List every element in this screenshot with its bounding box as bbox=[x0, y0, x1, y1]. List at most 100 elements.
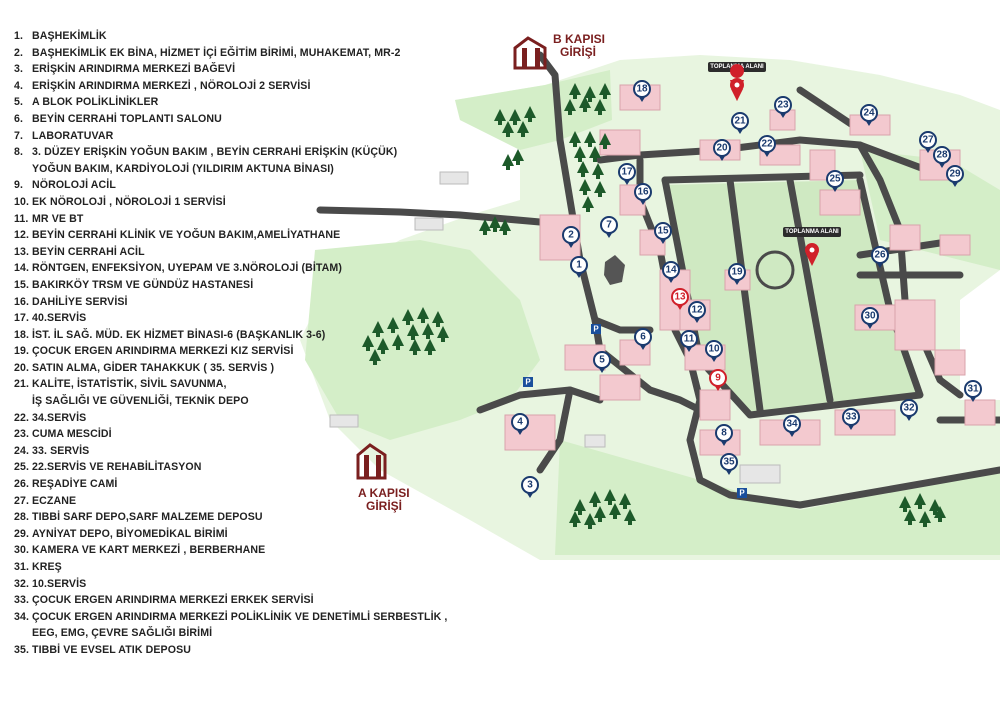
legend-number: 34. bbox=[14, 610, 30, 623]
building-pin-28[interactable]: 28 bbox=[933, 146, 951, 168]
building-pin-35[interactable]: 35 bbox=[720, 453, 738, 475]
tree-icon bbox=[422, 323, 434, 339]
building-pin-7[interactable]: 7 bbox=[600, 216, 618, 238]
building-pin-6[interactable]: 6 bbox=[634, 328, 652, 350]
legend-number: 31. bbox=[14, 561, 30, 573]
legend-number: 8. bbox=[14, 146, 24, 159]
building-pin-17[interactable]: 17 bbox=[618, 163, 636, 185]
legend-item: 16.DAHİLİYE SERVİSİ bbox=[14, 294, 434, 311]
legend-item: 4.ERİŞKİN ARINDIRMA MERKEZİ , NÖROLOJİ 2… bbox=[14, 78, 434, 95]
pin-number: 16 bbox=[637, 187, 649, 198]
parking-icon: P bbox=[523, 377, 533, 387]
building-pin-1[interactable]: 1 bbox=[570, 256, 588, 278]
legend-number: 4. bbox=[14, 79, 24, 92]
gate-a-label-2: GİRİŞİ bbox=[366, 498, 402, 513]
building-pin-10[interactable]: 10 bbox=[705, 340, 723, 362]
tree-icon bbox=[377, 338, 389, 354]
legend-item: 27.ECZANE bbox=[14, 493, 434, 510]
building-pin-29[interactable]: 29 bbox=[946, 165, 964, 187]
pin-number: 25 bbox=[829, 174, 841, 185]
legend-number: 32. bbox=[14, 577, 30, 590]
building-pin-8[interactable]: 8 bbox=[715, 424, 733, 446]
building-pin-9[interactable]: 9 bbox=[709, 369, 727, 391]
tree-icon bbox=[592, 163, 604, 179]
building-pin-2[interactable]: 2 bbox=[562, 226, 580, 248]
pin-number: 33 bbox=[845, 412, 857, 423]
legend-number: 17. bbox=[14, 312, 30, 325]
tree-icon bbox=[604, 489, 616, 505]
legend-number: 13. bbox=[14, 245, 30, 258]
legend-number: 33. bbox=[14, 594, 30, 607]
legend-text: 22.SERVİS VE REHABİLİTASYON bbox=[32, 461, 202, 474]
svg-text:P: P bbox=[525, 378, 531, 387]
legend-text: 3. DÜZEY ERİŞKİN YOĞUN BAKIM , BEYİN CER… bbox=[32, 146, 398, 159]
legend-subtext: İŞ SAĞLIĞI VE GÜVENLİĞİ, TEKNİK DEPO bbox=[32, 395, 249, 408]
tree-icon bbox=[524, 106, 536, 122]
building-pin-23[interactable]: 23 bbox=[774, 96, 792, 118]
pin-number: 26 bbox=[874, 250, 886, 261]
building-pin-22[interactable]: 22 bbox=[758, 135, 776, 157]
assembly-area-marker: TOPLANMA ALANI bbox=[708, 62, 766, 101]
legend-number: 10. bbox=[14, 195, 30, 208]
building-pin-19[interactable]: 19 bbox=[728, 263, 746, 285]
pin-number: 7 bbox=[606, 220, 612, 231]
legend-number: 1. bbox=[14, 30, 24, 42]
tree-icon bbox=[577, 161, 589, 177]
legend-item: 3.ERİŞKİN ARINDIRMA MERKEZİ BAĞEVİ bbox=[14, 61, 434, 78]
legend-text: BAŞHEKİMLİK EK BİNA, HİZMET İÇİ EĞİTİM B… bbox=[32, 46, 401, 59]
legend-text: ECZANE bbox=[32, 494, 77, 507]
pin-number: 20 bbox=[716, 143, 728, 154]
legend-number: 9. bbox=[14, 179, 24, 192]
building-pin-25[interactable]: 25 bbox=[826, 170, 844, 192]
building-pin-24[interactable]: 24 bbox=[860, 104, 878, 126]
building-pin-26[interactable]: 26 bbox=[871, 246, 889, 268]
pin-number: 34 bbox=[786, 419, 798, 430]
building-pin-21[interactable]: 21 bbox=[731, 112, 749, 134]
tree-icon bbox=[609, 503, 621, 519]
building-pin-32[interactable]: 32 bbox=[900, 399, 918, 421]
tree-icon bbox=[599, 133, 611, 149]
pin-number: 14 bbox=[665, 265, 677, 276]
legend-text: BEYİN CERRAHİ KLİNİK VE YOĞUN BAKIM,AMEL… bbox=[32, 229, 341, 242]
tree-icon bbox=[584, 86, 596, 102]
building-pin-16[interactable]: 16 bbox=[634, 183, 652, 205]
building-pin-12[interactable]: 12 bbox=[688, 301, 706, 323]
building-pin-5[interactable]: 5 bbox=[593, 351, 611, 373]
legend-number: 25. bbox=[14, 461, 30, 474]
legend-number: 7. bbox=[14, 129, 24, 142]
pin-number: 24 bbox=[863, 108, 875, 119]
building-pin-14[interactable]: 14 bbox=[662, 261, 680, 283]
tree-icon bbox=[392, 334, 404, 350]
building-pin-27[interactable]: 27 bbox=[919, 131, 937, 153]
building-pin-11[interactable]: 11 bbox=[680, 330, 698, 352]
tree-icon bbox=[919, 511, 931, 527]
building-pin-30[interactable]: 30 bbox=[861, 307, 879, 329]
legend-item: 26.REŞADİYE CAMİ bbox=[14, 476, 434, 493]
building-pin-18[interactable]: 18 bbox=[633, 80, 651, 102]
svg-text:P: P bbox=[593, 325, 599, 334]
building-pin-3[interactable]: 3 bbox=[521, 476, 539, 498]
legend-text: BEYİN CERRAHİ ACİL bbox=[32, 245, 145, 258]
building-pin-13[interactable]: 13 bbox=[671, 288, 689, 310]
legend-item: 23.CUMA MESCİDİ bbox=[14, 426, 434, 443]
gate-b: B KAPISI GİRİŞİ bbox=[513, 32, 605, 70]
tree-icon bbox=[502, 154, 514, 170]
legend-number: 29. bbox=[14, 527, 30, 540]
building-pin-34[interactable]: 34 bbox=[783, 415, 801, 437]
legend-item: 17.40.SERVİS bbox=[14, 310, 434, 327]
legend-item: 34.ÇOCUK ERGEN ARINDIRMA MERKEZİ POLİKLİ… bbox=[14, 609, 447, 642]
building-pin-31[interactable]: 31 bbox=[964, 380, 982, 402]
building-pin-20[interactable]: 20 bbox=[713, 139, 731, 161]
parking-icon: P bbox=[737, 488, 747, 498]
building-pin-15[interactable]: 15 bbox=[654, 222, 672, 244]
legend-number: 15. bbox=[14, 278, 30, 291]
building-pin-4[interactable]: 4 bbox=[511, 413, 529, 435]
assembly-area-marker: TOPLANMA ALANI bbox=[783, 227, 841, 266]
pin-number: 19 bbox=[731, 267, 743, 278]
legend-item: 21.KALİTE, İSTATİSTİK, SİVİL SAVUNMA,İŞ … bbox=[14, 376, 434, 409]
legend-item: 32.10.SERVİS bbox=[14, 576, 434, 593]
tree-icon bbox=[489, 216, 501, 232]
legend-number: 6. bbox=[14, 112, 24, 125]
legend-number: 18. bbox=[14, 328, 30, 341]
building-pin-33[interactable]: 33 bbox=[842, 408, 860, 430]
